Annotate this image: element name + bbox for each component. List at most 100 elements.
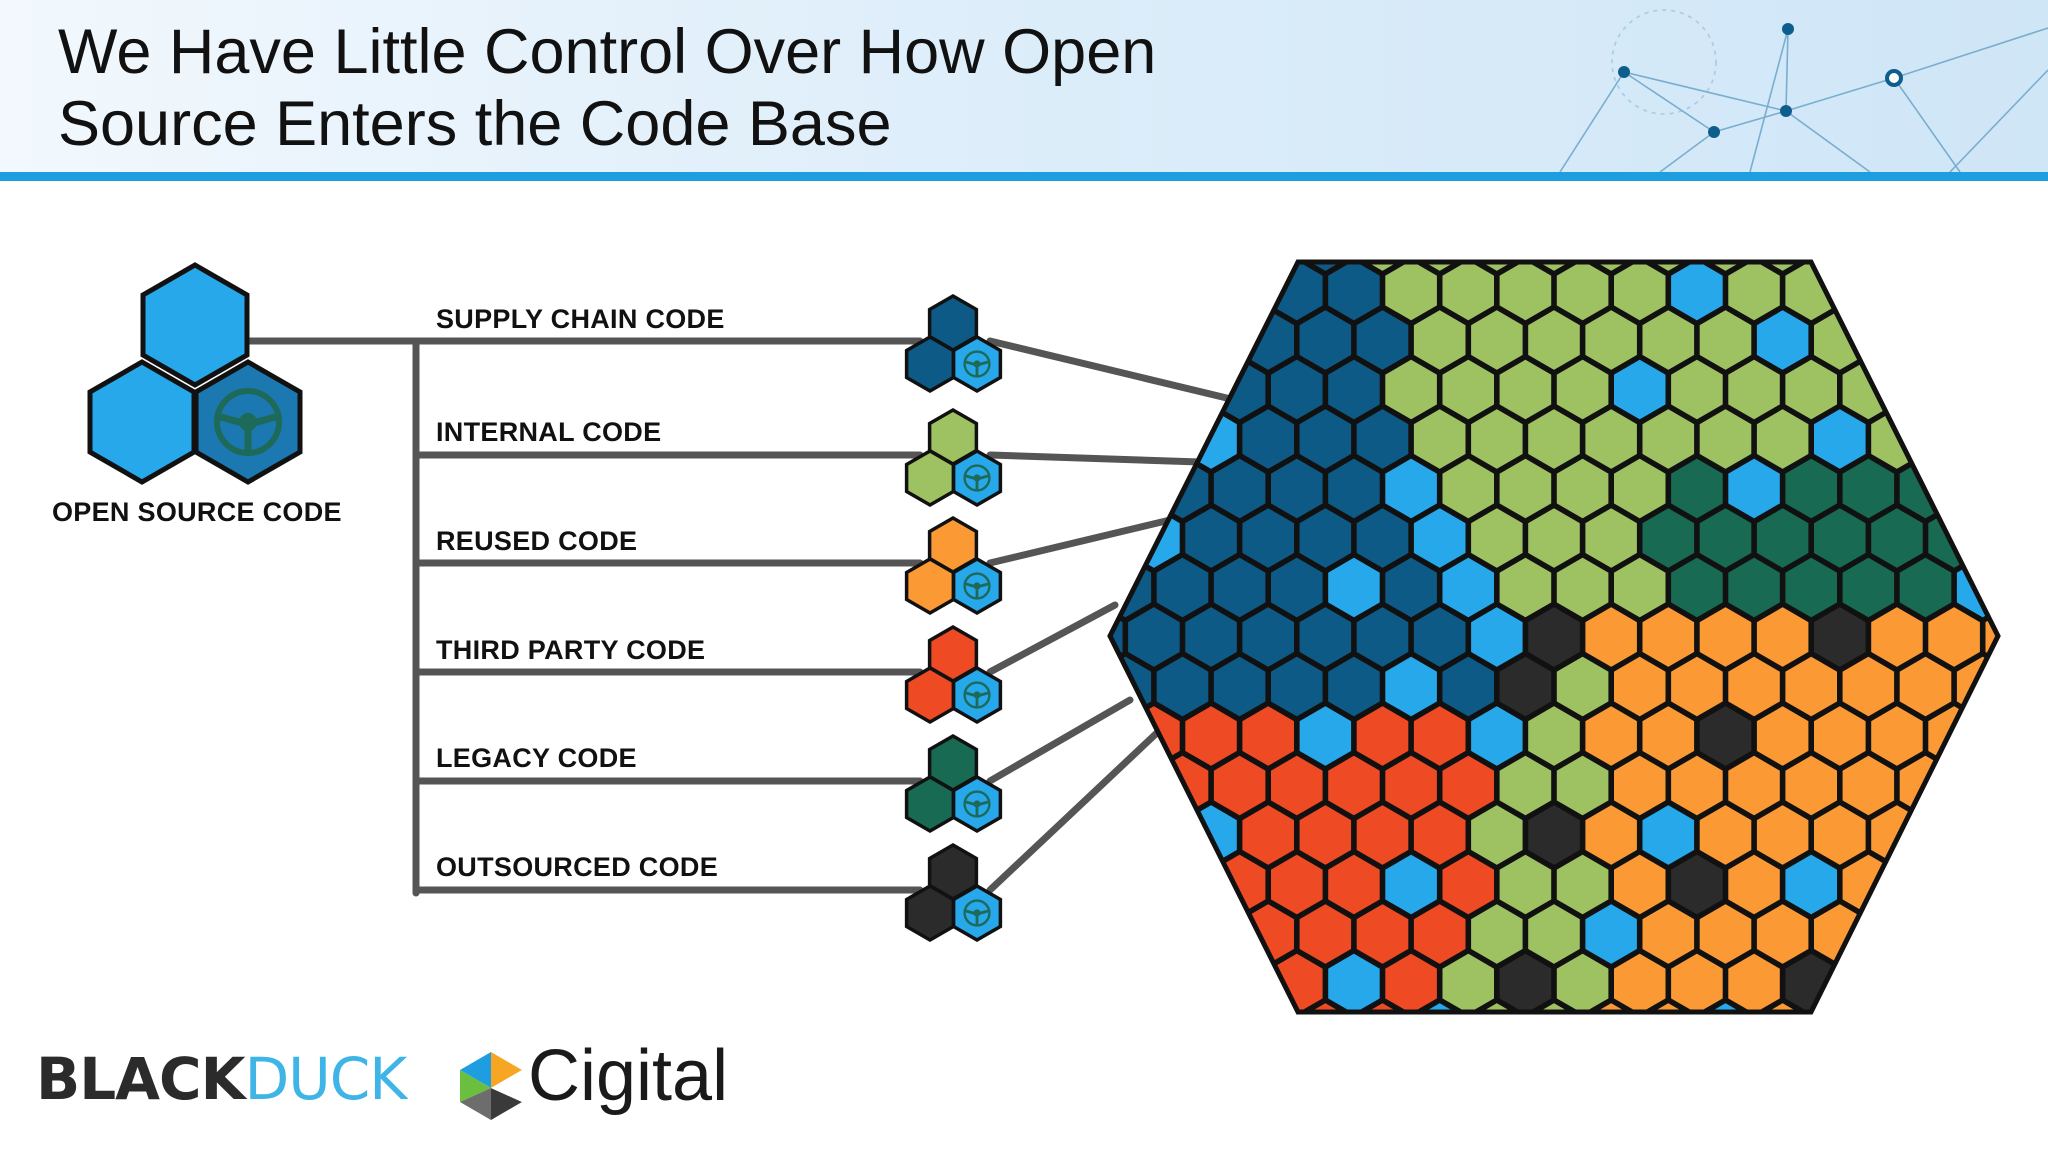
codebase-hex	[1110, 900, 1126, 968]
codebase-hex	[1639, 702, 1698, 770]
codebase-hex	[1982, 999, 1998, 1012]
codebase-hex	[1668, 554, 1726, 621]
codebase-hex	[1384, 181, 1439, 223]
open-source-emblem-icon	[963, 681, 991, 709]
category-hex	[904, 883, 956, 943]
codebase-hex	[1925, 999, 1983, 1012]
codebase-hex	[1353, 702, 1412, 770]
codebase-hex	[1496, 950, 1555, 1012]
codebase-hex	[1110, 950, 1155, 1012]
codebase-hex	[1868, 702, 1926, 770]
codebase-hex	[1555, 181, 1610, 223]
codebase-hex	[1439, 752, 1497, 819]
codebase-hex	[1982, 405, 1998, 473]
codebase-hex	[1839, 653, 1898, 720]
source-hex	[87, 359, 197, 485]
codebase-hex	[1925, 801, 1983, 869]
codebase-hex	[1582, 603, 1640, 671]
codebase-connector	[986, 696, 1134, 785]
codebase-hex	[1468, 603, 1526, 671]
codebase-hex	[2013, 259, 2048, 322]
codebase-hex	[1553, 455, 1612, 522]
codebase-hex	[1439, 950, 1497, 1012]
codebase-hex	[1553, 554, 1612, 621]
codebase-hex	[1210, 653, 1269, 720]
category-label-supply-chain: SUPPLY CHAIN CODE	[436, 304, 725, 334]
codebase-hex	[1611, 455, 1669, 522]
codebase-hex	[1041, 754, 1096, 817]
codebase-hex	[1041, 259, 1096, 322]
codebase-hex	[1041, 181, 1096, 223]
codebase-hex	[1296, 306, 1355, 374]
codebase-hex	[1668, 455, 1726, 522]
codebase-hex	[1410, 900, 1469, 968]
blackduck-logo: BLACKDUCK	[36, 1050, 407, 1108]
codebase-hex	[1953, 262, 1998, 324]
codebase-hex	[1325, 262, 1383, 324]
codebase-hex	[1110, 702, 1126, 770]
codebase-hex	[1668, 262, 1726, 324]
codebase-hex	[1525, 702, 1583, 770]
codebase-hex	[1982, 603, 1998, 671]
codebase-hex	[1041, 853, 1096, 916]
codebase-hex	[1582, 504, 1640, 572]
codebase-hex	[1012, 705, 1067, 768]
codebase-hex	[1496, 455, 1555, 522]
codebase-hex	[1439, 356, 1497, 423]
codebase-hex	[1110, 851, 1155, 918]
codebase-hex	[1041, 556, 1096, 619]
codebase-hex	[1325, 950, 1383, 1012]
codebase-hex	[1239, 603, 1297, 671]
codebase-hex	[1982, 262, 1998, 275]
codebase-hex	[1696, 900, 1755, 968]
codebase-hex	[1268, 455, 1326, 522]
codebase-hex	[1125, 801, 1183, 869]
codebase-hex	[1525, 900, 1583, 968]
codebase-hex	[1439, 554, 1497, 621]
codebase-hex	[2041, 606, 2048, 669]
codebase-hex	[1725, 356, 1783, 423]
codebase-hex	[1982, 900, 1998, 968]
codebase-hex	[1212, 181, 1267, 223]
codebase-hex	[1296, 405, 1355, 473]
codebase-hex	[1725, 262, 1783, 324]
codebase-hex	[1155, 181, 1210, 223]
codebase-outline	[1107, 259, 2001, 1015]
codebase-hex	[1753, 801, 1812, 869]
codebase-hex	[1782, 653, 1840, 720]
codebase-hex	[1868, 999, 1926, 1012]
codebase-hex	[1325, 653, 1383, 720]
open-source-code-label: OPEN SOURCE CODE	[52, 497, 342, 527]
codebase-hex	[1896, 851, 1955, 918]
codebase-hex	[1611, 653, 1669, 720]
category-label-outsourced: OUTSOURCED CODE	[436, 852, 719, 882]
codebase-hex	[1153, 262, 1212, 324]
codebase-hex	[1210, 752, 1269, 819]
codebase-hex	[1182, 262, 1240, 275]
codebase-hex	[1639, 306, 1698, 374]
codebase-hex	[1498, 181, 1553, 223]
codebase-hex	[1868, 262, 1926, 275]
codebase-hex	[1811, 702, 1869, 770]
codebase-hex	[1553, 653, 1612, 720]
codebase-hex	[2041, 804, 2048, 867]
codebase-hex	[1353, 900, 1412, 968]
codebase-hex	[1725, 851, 1783, 918]
codebase-hex	[1753, 405, 1812, 473]
codebase-hex	[1839, 752, 1898, 819]
codebase-hex	[1668, 851, 1726, 918]
codebase-hex	[1468, 702, 1526, 770]
codebase-hex	[1153, 950, 1212, 1012]
slide-title: We Have Little Control Over How Open Sou…	[58, 16, 1458, 160]
codebase-hex	[2013, 457, 2048, 520]
codebase-hex	[1982, 504, 1998, 572]
codebase-hex	[1382, 455, 1440, 522]
codebase-hex	[1668, 653, 1726, 720]
codebase-hex	[1239, 801, 1297, 869]
codebase-hex	[1239, 262, 1297, 275]
codebase-hex	[1953, 950, 1998, 1012]
codebase-hex	[1582, 702, 1640, 770]
codebase-hex	[1782, 356, 1840, 423]
network-graphic-icon	[1559, 9, 2048, 172]
open-source-hex-cluster-icon	[87, 262, 303, 485]
